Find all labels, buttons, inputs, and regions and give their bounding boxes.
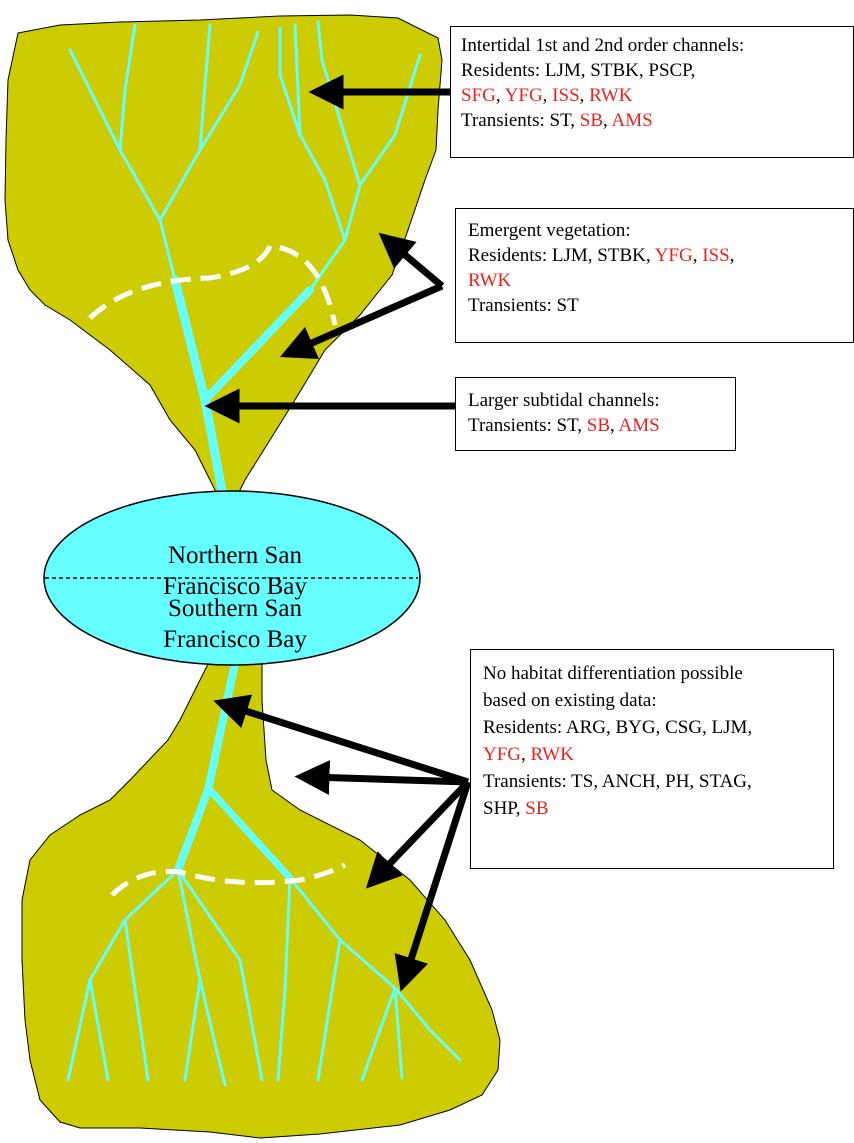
arrow-south-1 [213,694,470,786]
callout-line: Transients: ST [468,293,853,318]
callout-line: based on existing data: [483,687,833,714]
callout-intertidal-channels: Intertidal 1st and 2nd order channels: Re… [450,26,854,158]
callout-text: , [692,245,703,266]
south-main-branch [206,786,294,882]
callout-line: Residents: LJM, STBK, YFG, ISS, [468,243,853,268]
species-code-highlighted: SB [579,110,604,131]
callout-text: , [729,245,735,266]
southern-bay-label-line: Francisco Bay [163,626,307,653]
callout-emergent-vegetation: Emergent vegetation:Residents: LJM, STBK… [455,208,854,343]
callout-line: Residents: LJM, STBK, PSCP, [461,58,853,83]
species-code-highlighted: RWK [530,744,574,765]
bay-ellipse [43,490,421,666]
arrow-emergent-lower [279,282,444,360]
arrow-south-2 [294,760,469,796]
callout-text: Transients: ST, [468,415,587,436]
species-code-highlighted: SFG [461,85,496,106]
species-code-highlighted: ISS [552,85,580,106]
species-code-highlighted: YFG [504,85,543,106]
callout-text: Intertidal 1st and 2nd order channels: [461,35,745,56]
callout-line: RWK [468,268,853,293]
callout-text: Larger subtidal channels: [468,390,660,411]
northern-bay-label-line: Northern San [168,542,302,569]
callout-text: SHP, [483,798,526,819]
northern-bay-label: Northern San Francisco Bay [100,540,370,602]
species-code-highlighted: SB [525,798,549,819]
callout-text: , [542,85,553,106]
callout-text: Transients: TS, ANCH, PH, STAG, [483,771,752,792]
callout-line: Transients: ST, SB, AMS [468,413,735,438]
callout-south-bay: No habitat differentiation possible based… [470,649,834,869]
species-code-highlighted: SB [586,415,611,436]
species-code-highlighted: RWK [589,85,633,106]
callout-line: SFG, YFG, ISS, RWK [461,83,853,108]
callout-line: Transients: TS, ANCH, PH, STAG, [483,768,833,795]
species-code-highlighted: ISS [702,245,730,266]
callout-line: No habitat differentiation possible [483,660,833,687]
callout-line: Larger subtidal channels: [468,388,735,413]
south-marsh-area [21,637,501,1139]
callout-text: , [521,744,531,765]
arrow-south-4 [394,780,472,992]
south-vegetation-boundary [110,862,347,897]
callout-text: , [610,415,619,436]
species-code-highlighted: AMS [618,415,660,436]
species-code-highlighted: AMS [611,110,653,131]
south-intertidal-channels [66,868,462,1087]
species-code-highlighted: YFG [654,245,693,266]
callout-text: Residents: LJM, STBK, [468,245,655,266]
arrow-south-3 [365,779,471,889]
species-code-highlighted: RWK [468,270,512,291]
species-code-highlighted: YFG [483,744,522,765]
callout-text: Emergent vegetation: [468,220,631,241]
callout-text: based on existing data: [483,690,657,711]
arrow-emergent-upper [378,232,445,289]
callout-line: Residents: ARG, BYG, CSG, LJM, [483,714,833,741]
callout-text: , [495,85,505,106]
callout-text: , [603,110,612,131]
callout-text: , [579,85,590,106]
callout-line: YFG, RWK [483,741,833,768]
callout-line: Transients: ST, SB, AMS [461,108,853,133]
north-subtidal-branch [201,286,314,404]
north-vegetation-boundary [88,243,338,326]
callout-text: No habitat differentiation possible [483,663,743,684]
callout-text: Transients: ST [468,295,579,316]
callout-subtidal-channels: Larger subtidal channels:Transients: ST,… [455,377,736,451]
callout-line: Emergent vegetation: [468,218,853,243]
callout-line: Intertidal 1st and 2nd order channels: [461,33,853,58]
southern-bay-label: Southern San Francisco Bay [100,593,370,655]
southern-bay-label-line: Southern San [167,595,303,622]
callout-text: Residents: LJM, STBK, PSCP, [461,60,696,81]
callout-line: SHP, SB [483,795,833,822]
callout-text: Transients: ST, [461,110,580,131]
northern-bay-label-line: Francisco Bay [163,573,307,600]
callout-text: Residents: ARG, BYG, CSG, LJM, [483,717,753,738]
